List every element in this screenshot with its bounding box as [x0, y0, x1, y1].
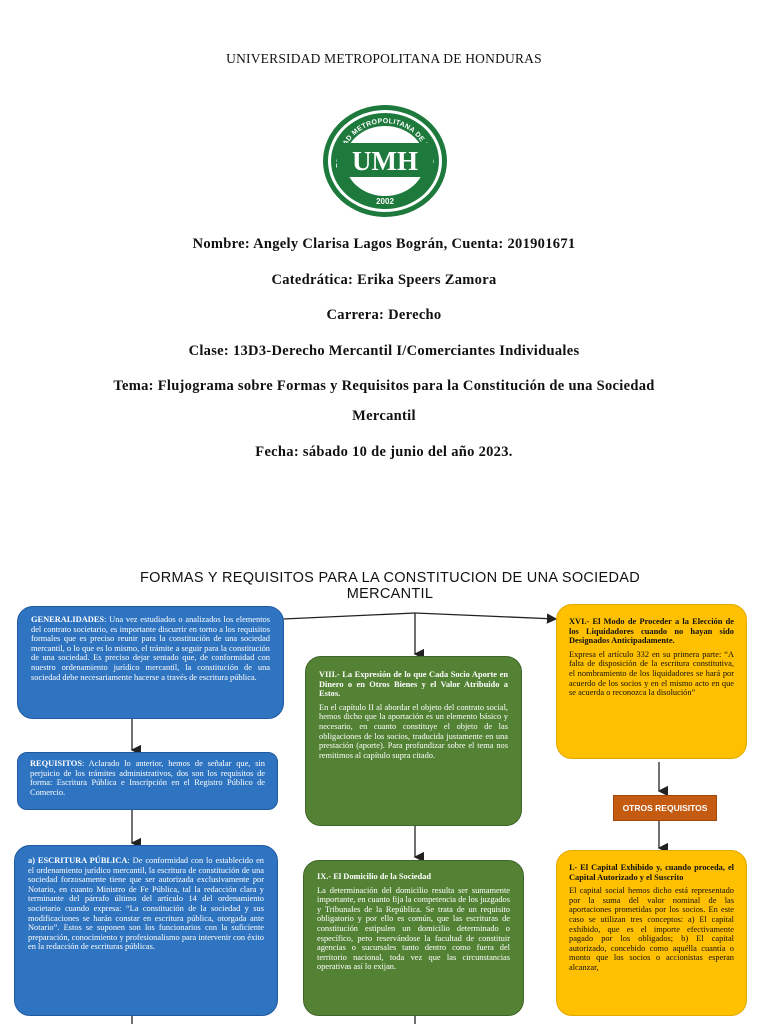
topic-line-1: Tema: Flujograma sobre Formas y Requisit…	[113, 378, 655, 394]
ix-text: La determinación del domicilio resulta s…	[317, 885, 510, 972]
logo-year: 2002	[376, 197, 394, 206]
requisitos-box: REQUISITOS: Aclarado lo anterior, hemos …	[17, 752, 278, 810]
requisitos-text: : Aclarado lo anterior, hemos de señalar…	[30, 759, 265, 797]
university-logo: UNIVERSIDAD METROPOLITANA DE HONDURAS UM…	[321, 103, 447, 217]
ix-box: IX.- El Domicilio de la Sociedad La dete…	[303, 860, 524, 1016]
student-name: Nombre: Angely Clarisa Lagos Bográn, Cue…	[192, 236, 576, 252]
viii-box: VIII.- La Expresión de lo que Cada Socio…	[305, 656, 522, 826]
university-name: UNIVERSIDAD METROPOLITANA DE HONDURAS	[226, 51, 542, 66]
professor: Catedrática: Erika Speers Zamora	[271, 272, 497, 288]
ix-heading: IX.- El Domicilio de la Sociedad	[317, 872, 431, 881]
connector-top-right	[414, 612, 558, 624]
viii-text: En el capítulo II al abordar el objeto d…	[319, 702, 508, 760]
connector-top-left	[273, 612, 416, 625]
xvi-heading: XVI.- El Modo de Proceder a la Elección …	[569, 617, 734, 646]
flowchart-title-line-1: FORMAS Y REQUISITOS PARA LA CONSTITUCION…	[140, 570, 640, 586]
viii-heading: VIII.- La Expresión de lo que Cada Socio…	[319, 670, 508, 699]
career: Carrera: Derecho	[326, 307, 442, 323]
xvi-box: XVI.- El Modo de Proceder a la Elección …	[556, 604, 747, 759]
date: Fecha: sábado 10 de junio del año 2023.	[255, 444, 513, 460]
logo-initials: UMH	[352, 146, 418, 176]
xvi-text: Expresa el artículo 332 en su primera pa…	[569, 649, 734, 698]
class: Clase: 13D3-Derecho Mercantil I/Comercia…	[188, 343, 580, 359]
capital-heading: I.- El Capital Exhibido y, cuando proced…	[569, 863, 734, 882]
generalidades-heading: GENERALIDADES	[31, 615, 105, 624]
topic-line-2: Mercantil	[352, 408, 416, 424]
flowchart-title-line-2: MERCANTIL	[346, 586, 434, 602]
escritura-heading: a) ESCRITURA PÚBLICA	[28, 856, 128, 865]
escritura-publica-box: a) ESCRITURA PÚBLICA: De conformidad con…	[14, 845, 278, 1016]
requisitos-heading: REQUISITOS	[30, 759, 82, 768]
otros-requisitos-box: OTROS REQUISITOS	[613, 795, 717, 821]
flowchart-title: FORMAS Y REQUISITOS PARA LA CONSTITUCION…	[90, 570, 690, 602]
capital-box: I.- El Capital Exhibido y, cuando proced…	[556, 850, 747, 1016]
escritura-text: : De conformidad con lo establecido en e…	[28, 856, 264, 952]
generalidades-box: GENERALIDADES: Una vez estudiados o anal…	[17, 606, 284, 719]
generalidades-text: : Una vez estudiados o analizados los el…	[31, 615, 270, 682]
capital-text: El capital social hemos dicho está repre…	[569, 886, 734, 972]
